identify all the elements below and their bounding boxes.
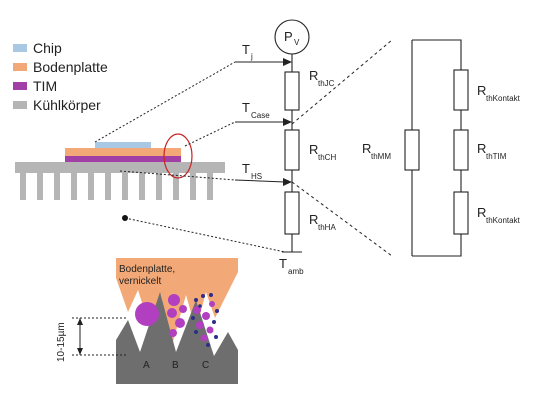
rthtim-label: R bbox=[477, 141, 486, 156]
legend-label-tim: TIM bbox=[33, 78, 57, 94]
legend-swatch-chip bbox=[13, 44, 27, 52]
dimension-label: 10-15µm bbox=[56, 322, 67, 362]
ths-label: T bbox=[242, 161, 250, 176]
rthmm-sub: thMM bbox=[371, 152, 391, 161]
rthjc-label: R bbox=[309, 68, 318, 83]
rthmm-label: R bbox=[362, 141, 371, 156]
rthkontakt2-label: R bbox=[477, 205, 486, 220]
legend-swatch-kuehlkoerper bbox=[13, 101, 27, 109]
case-label-a: A bbox=[143, 360, 150, 371]
resistor-chain bbox=[274, 19, 310, 253]
zoom-lines bbox=[291, 39, 393, 257]
rthkontakt1-label: R bbox=[477, 83, 486, 98]
resistor-rthmm bbox=[404, 129, 420, 171]
bodenplatte-layer bbox=[65, 148, 181, 156]
pv-label: P bbox=[284, 29, 293, 44]
temp-arrows bbox=[234, 61, 286, 183]
legend-label-chip: Chip bbox=[33, 40, 62, 56]
legend-swatch-tim bbox=[13, 82, 27, 90]
tim-layer bbox=[65, 156, 181, 162]
particles-b bbox=[167, 294, 187, 337]
case-label-b: B bbox=[172, 360, 179, 371]
rthkontakt2-sub: thKontakt bbox=[486, 216, 521, 225]
particles-c-small bbox=[191, 293, 219, 347]
arrow-heads bbox=[283, 58, 292, 186]
particles-c bbox=[193, 301, 215, 342]
resistor-rthjc bbox=[284, 71, 300, 111]
resistor-rthkontakt-1 bbox=[453, 69, 469, 111]
tamb-label: T bbox=[279, 256, 287, 271]
resistor-rthkontakt-2 bbox=[453, 191, 469, 235]
detail-network bbox=[404, 39, 469, 257]
microscopic-view: Bodenplatte, vernickelt bbox=[56, 258, 238, 384]
heatsink-base bbox=[15, 162, 225, 173]
heatsink-profile bbox=[116, 292, 238, 384]
plate-label-1: Bodenplatte, bbox=[119, 264, 175, 275]
tcase-sub: Case bbox=[251, 111, 270, 120]
resistor-rthch bbox=[284, 129, 300, 171]
tcase-label: T bbox=[242, 100, 250, 115]
legend: Chip Bodenplatte TIM Kühlkörper bbox=[13, 40, 108, 113]
temperature-labels: T j T Case T HS T amb bbox=[242, 42, 304, 276]
dimension-arrow-bottom bbox=[77, 348, 83, 355]
tamb-sub: amb bbox=[288, 267, 304, 276]
rthha-sub: thHA bbox=[318, 223, 336, 232]
legend-label-kuehlkoerper: Kühlkörper bbox=[33, 97, 101, 113]
rthtim-sub: thTIM bbox=[486, 152, 507, 161]
resistor-rthtim bbox=[453, 129, 469, 171]
tj-sub: j bbox=[250, 52, 253, 61]
tj-label: T bbox=[242, 42, 250, 57]
legend-swatch-bodenplatte bbox=[13, 63, 27, 71]
rthha-label: R bbox=[309, 212, 318, 227]
rthch-sub: thCH bbox=[318, 153, 336, 162]
rthch-label: R bbox=[309, 142, 318, 157]
chip-layer bbox=[95, 142, 151, 148]
rthjc-sub: thJC bbox=[318, 79, 335, 88]
ths-sub: HS bbox=[251, 172, 262, 181]
plate-label-2: vernickelt bbox=[119, 276, 161, 287]
particle-a bbox=[135, 302, 159, 326]
dimension-arrow-top bbox=[77, 318, 83, 325]
leader-lines bbox=[94, 61, 286, 253]
highlight-ellipse bbox=[163, 133, 193, 179]
case-label-c: C bbox=[202, 360, 209, 371]
heatsink-assembly bbox=[15, 133, 225, 221]
legend-label-bodenplatte: Bodenplatte bbox=[33, 59, 108, 75]
pv-sub: V bbox=[294, 38, 300, 47]
rthkontakt1-sub: thKontakt bbox=[486, 94, 521, 103]
heatsink-fins bbox=[20, 173, 213, 200]
resistor-rthha bbox=[284, 191, 300, 235]
